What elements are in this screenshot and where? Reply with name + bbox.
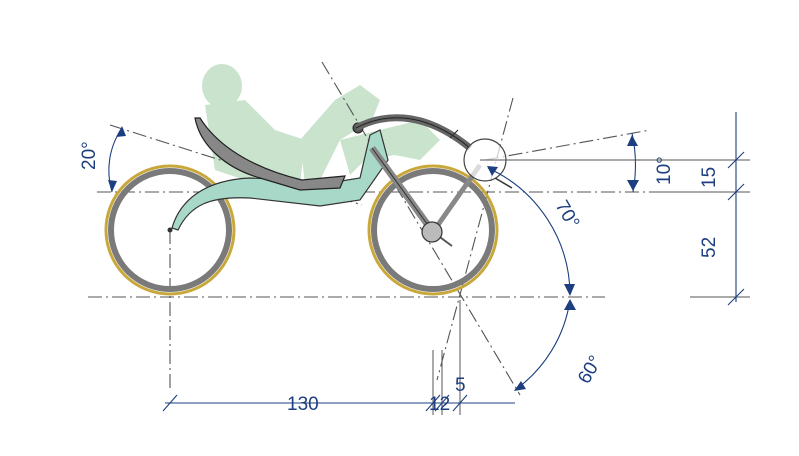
seat-angle-dimension: 20° [79, 126, 126, 193]
fork-angle-dimension: 60° [514, 299, 607, 391]
head-angle-dimension: 70° [487, 166, 583, 296]
top-angle-dimension: 10° [627, 132, 675, 193]
top-angle-label: 10° [654, 156, 675, 185]
height-dimensions: 15 52 [480, 112, 750, 306]
trail-a-label: 12 [429, 394, 450, 415]
seat [194, 117, 346, 191]
rear-wheel [104, 164, 236, 296]
seat-angle-label: 20° [79, 141, 100, 170]
fork-angle-label: 60° [574, 352, 607, 387]
length-dimensions: 130 12 5 [162, 300, 515, 415]
head-angle-label: 70° [551, 197, 584, 232]
trail-b-label: 5 [455, 375, 466, 396]
wheelbase-label: 130 [287, 394, 319, 415]
height-large-label: 52 [699, 237, 720, 258]
height-small-label: 15 [699, 167, 720, 188]
